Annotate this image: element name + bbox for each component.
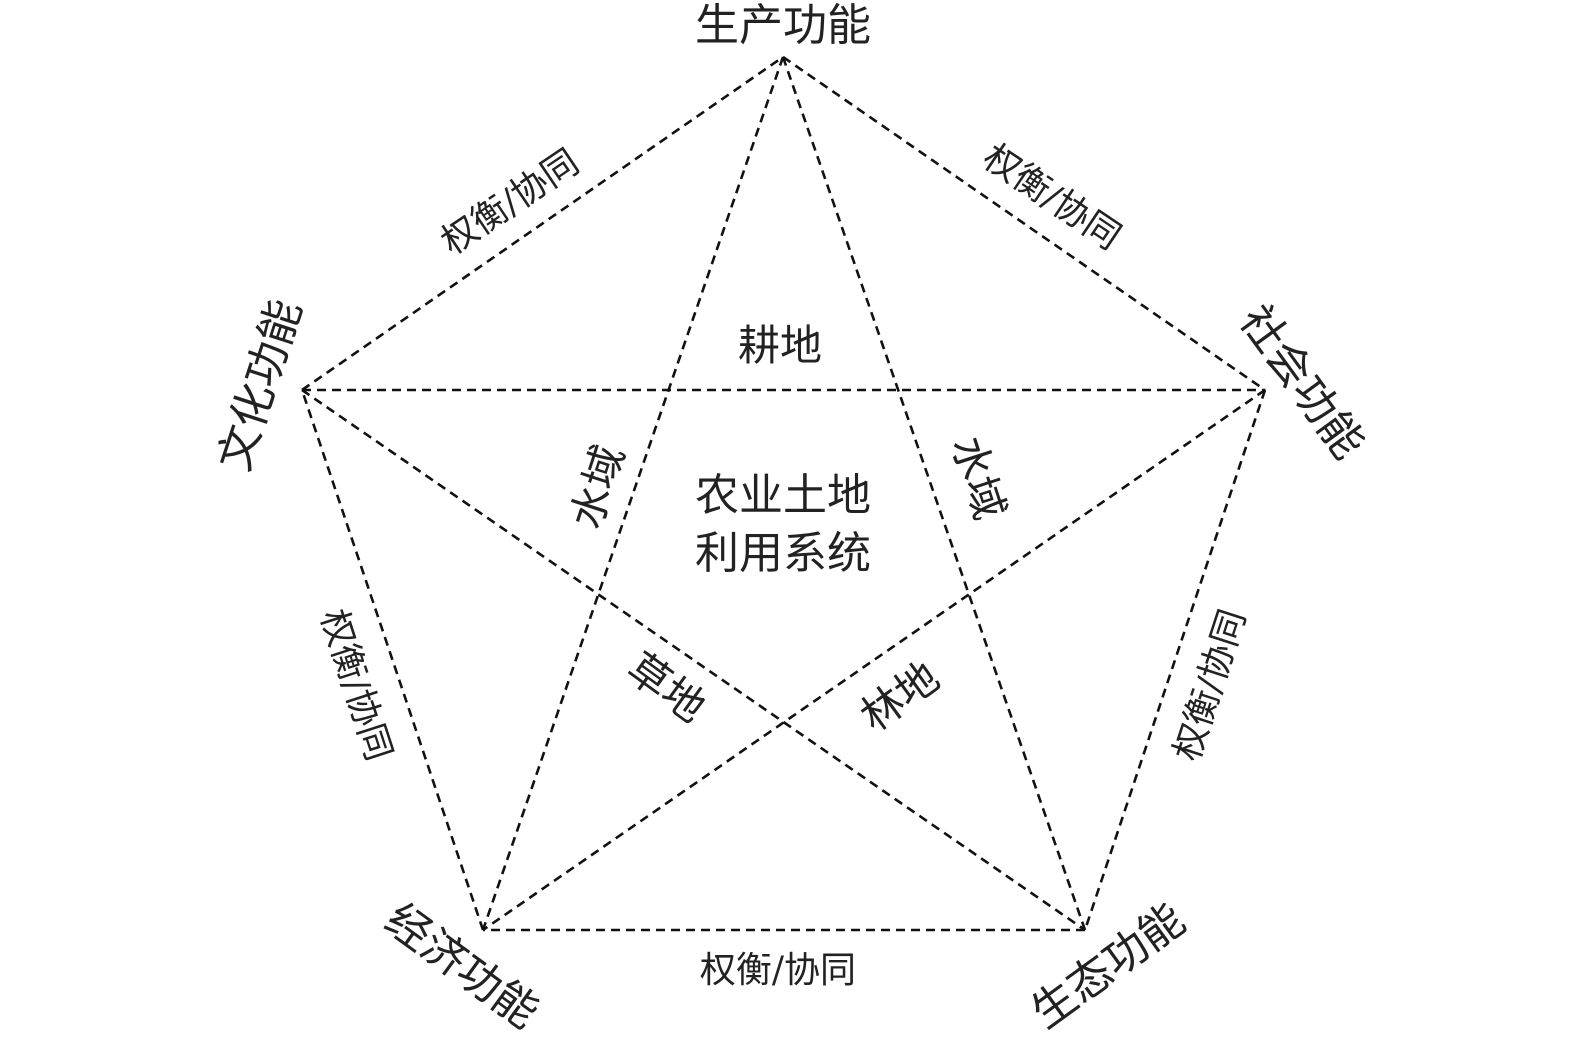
star-diagonals (301, 56, 1266, 932)
edge-label-social-ecological: 权衡/协同 (1167, 605, 1254, 766)
diagonal-cultural-ecological (301, 388, 1086, 932)
edge-label-cultural-production: 权衡/协同 (434, 142, 586, 263)
pentagon-edges (300, 55, 1267, 932)
land-label-grassland: 草地 (618, 643, 715, 732)
diagonal-production-ecological (781, 56, 1087, 931)
diagonal-production-economic (481, 56, 785, 931)
vertex-label-cultural: 文化功能 (209, 294, 312, 477)
vertex-label-production: 生产功能 (695, 0, 871, 51)
land-label-water-right: 水域 (942, 430, 1015, 525)
land-label-water-left: 水域 (561, 439, 634, 534)
diagonal-social-economic (482, 388, 1266, 932)
vertex-label-social: 社会功能 (1229, 296, 1374, 468)
edge-economic-cultural (300, 389, 485, 931)
land-label-cropland: 耕地 (738, 321, 822, 370)
edge-cultural-production (301, 55, 784, 392)
edge-social-ecological (1083, 389, 1267, 931)
center-label-line1: 农业土地 (695, 470, 871, 521)
center-label-line2: 利用系统 (695, 528, 871, 579)
edge-label-production-social: 权衡/协同 (976, 137, 1128, 258)
vertex-label-economic: 经济功能 (376, 894, 548, 1039)
edge-label-economic-cultural: 权衡/协同 (312, 605, 399, 766)
edge-label-ecological-economic: 权衡/协同 (700, 950, 856, 991)
edge-production-social (782, 55, 1266, 392)
vertex-label-ecological: 生态功能 (1022, 894, 1194, 1039)
